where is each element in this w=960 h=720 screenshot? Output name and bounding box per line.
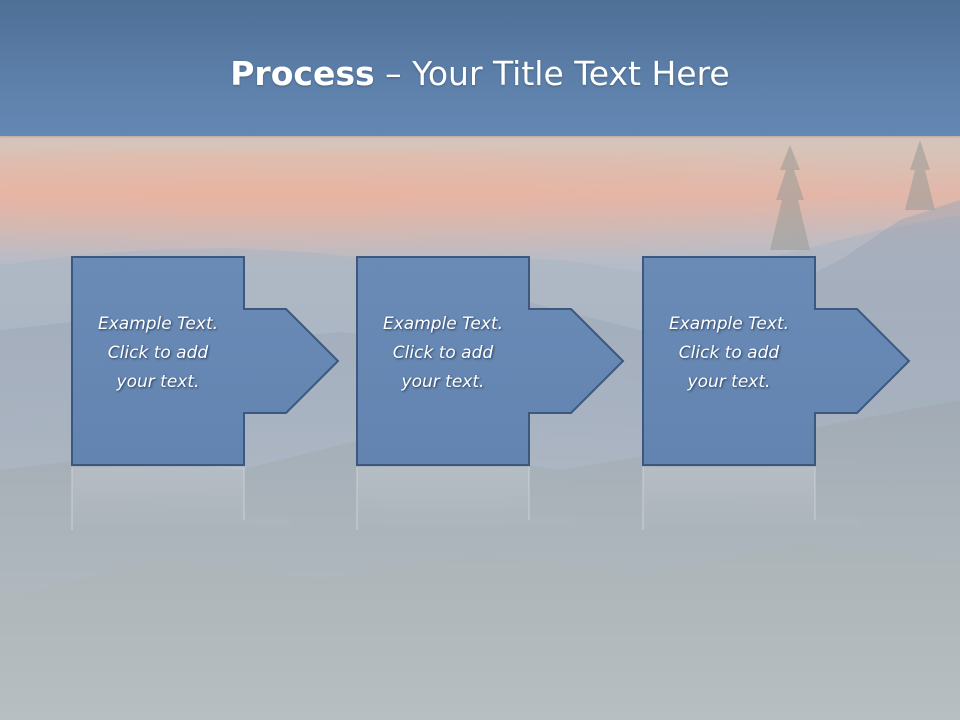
title-band bbox=[0, 0, 960, 136]
step-2-line-3: your text. bbox=[401, 372, 485, 392]
title-rest: – Your Title Text Here bbox=[374, 54, 730, 93]
step-1-reflection bbox=[71, 467, 300, 533]
step-3-shape[interactable] bbox=[642, 256, 911, 466]
step-2-text[interactable]: Example Text. Click to add your text. bbox=[357, 310, 529, 397]
step-2-line-1: Example Text. bbox=[382, 314, 504, 334]
step-3-line-2: Click to add bbox=[678, 343, 780, 363]
slide-title[interactable]: Process – Your Title Text Here bbox=[0, 52, 960, 96]
step-1-text[interactable]: Example Text. Click to add your text. bbox=[72, 310, 244, 397]
step-1-line-3: your text. bbox=[116, 372, 200, 392]
step-2-shape[interactable] bbox=[356, 256, 625, 466]
step-1-shape[interactable] bbox=[71, 256, 340, 466]
step-3-reflection bbox=[642, 467, 871, 533]
step-1-line-1: Example Text. bbox=[97, 314, 219, 334]
step-2-reflection bbox=[356, 467, 585, 533]
step-3-text[interactable]: Example Text. Click to add your text. bbox=[643, 310, 815, 397]
step-3-line-1: Example Text. bbox=[668, 314, 790, 334]
title-bold: Process bbox=[230, 54, 375, 93]
step-1-line-2: Click to add bbox=[107, 343, 209, 363]
step-3-line-3: your text. bbox=[687, 372, 771, 392]
step-2-line-2: Click to add bbox=[392, 343, 494, 363]
